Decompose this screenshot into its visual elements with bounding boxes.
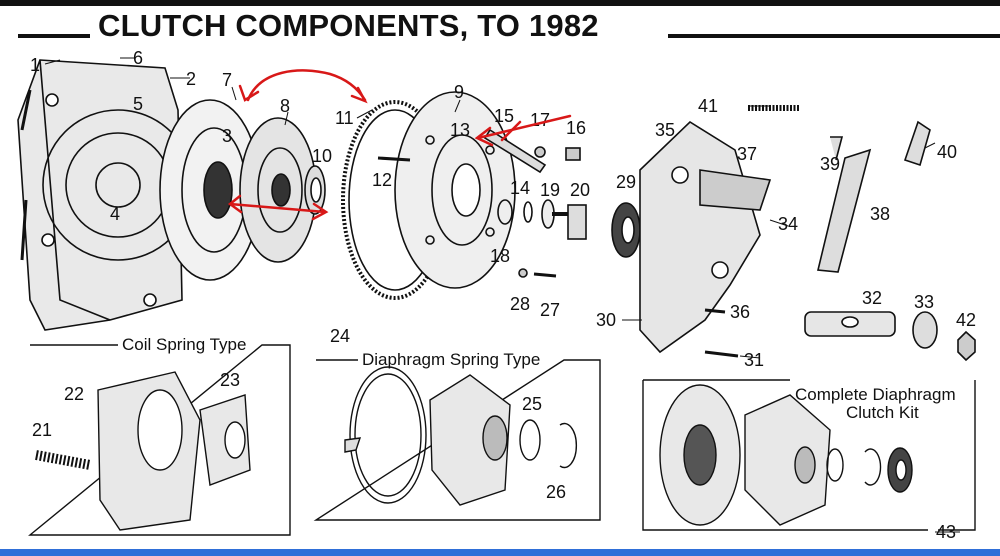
callout-41: 41 (698, 96, 718, 116)
callout-8: 8 (280, 96, 290, 116)
callout-28: 28 (510, 294, 530, 314)
part-seal-29 (611, 202, 641, 258)
part-lever-38 (817, 148, 872, 273)
part-pilot-bearing (304, 165, 326, 215)
callout-21: 21 (32, 420, 52, 440)
part-small-hardware (483, 128, 587, 278)
callout-15: 15 (494, 106, 514, 126)
red-arrow-middle (228, 202, 327, 214)
callout-27: 27 (540, 300, 560, 320)
callout-43: 43 (936, 522, 956, 542)
red-arrowhead-right-top (350, 86, 368, 104)
red-arrow-13 (476, 114, 572, 140)
complete-kit-box (642, 379, 976, 531)
callout-25: 25 (522, 394, 542, 414)
callout-26: 26 (546, 482, 566, 502)
red-arrowhead-right-mid (311, 202, 329, 221)
callout-34: 34 (778, 214, 798, 234)
callout-42: 42 (956, 310, 976, 330)
callout-2: 2 (186, 69, 196, 89)
red-arrowhead-left-top (238, 84, 260, 102)
callout-18: 18 (490, 246, 510, 266)
callout-6: 6 (133, 48, 143, 68)
kit-box-title-line1: Complete Diaphragm (795, 385, 956, 404)
callout-23: 23 (220, 370, 240, 390)
callout-10: 10 (312, 146, 332, 166)
callout-11: 11 (335, 108, 354, 128)
red-curved-arrow-top (246, 69, 367, 102)
red-arrowhead-13 (474, 126, 494, 147)
diaphragm-box-title: Diaphragm Spring Type (362, 350, 540, 369)
callout-37: 37 (737, 144, 757, 164)
callout-13: 13 (450, 120, 470, 140)
callout-17: 17 (530, 110, 550, 130)
callout-12: 12 (372, 170, 392, 190)
callout-31: 31 (744, 350, 764, 370)
callout-14: 14 (510, 178, 530, 198)
callout-5: 5 (133, 94, 143, 114)
callout-7: 7 (222, 70, 232, 90)
red-annotations (227, 69, 572, 221)
red-arrowhead-left-mid (227, 194, 243, 214)
callout-labels: 1 2 3 4 5 6 7 8 9 10 11 12 13 14 15 16 1… (30, 48, 976, 542)
callout-38: 38 (870, 204, 890, 224)
callout-20: 20 (570, 180, 590, 200)
title-rule-right (668, 34, 1000, 38)
part-bell-housing (17, 59, 194, 331)
red-tick-13 (500, 120, 522, 142)
callout-33: 33 (914, 292, 934, 312)
callout-35: 35 (655, 120, 675, 140)
title-rule-left (18, 34, 90, 38)
kit-box-title-line2: Clutch Kit (846, 403, 919, 422)
diagram-title: CLUTCH COMPONENTS, TO 1982 (98, 8, 599, 43)
callout-36: 36 (730, 302, 750, 322)
callout-4: 4 (110, 204, 120, 224)
part-cross-shaft (704, 308, 976, 362)
callout-3: 3 (222, 126, 232, 146)
callout-22: 22 (64, 384, 84, 404)
callout-40: 40 (937, 142, 957, 162)
coil-spring-box-title: Coil Spring Type (122, 335, 246, 354)
callout-32: 32 (862, 288, 882, 308)
part-bolt-12 (377, 156, 411, 162)
callout-16: 16 (566, 118, 586, 138)
top-edge-bar (0, 0, 1000, 6)
callout-1: 1 (30, 55, 40, 75)
part-pin-39 (830, 136, 844, 161)
callout-9: 9 (454, 82, 464, 102)
part-clevis-40 (903, 120, 931, 167)
callout-39: 39 (820, 154, 840, 174)
diaphragm-spring-box (313, 359, 601, 521)
part-rear-plate (639, 120, 772, 354)
callout-29: 29 (616, 172, 636, 192)
bottom-edge-bar (0, 549, 1000, 556)
coil-spring-box (28, 344, 291, 536)
leader-lines (44, 57, 960, 533)
callout-24: 24 (330, 326, 350, 346)
callout-30: 30 (596, 310, 616, 330)
callout-19: 19 (540, 180, 560, 200)
